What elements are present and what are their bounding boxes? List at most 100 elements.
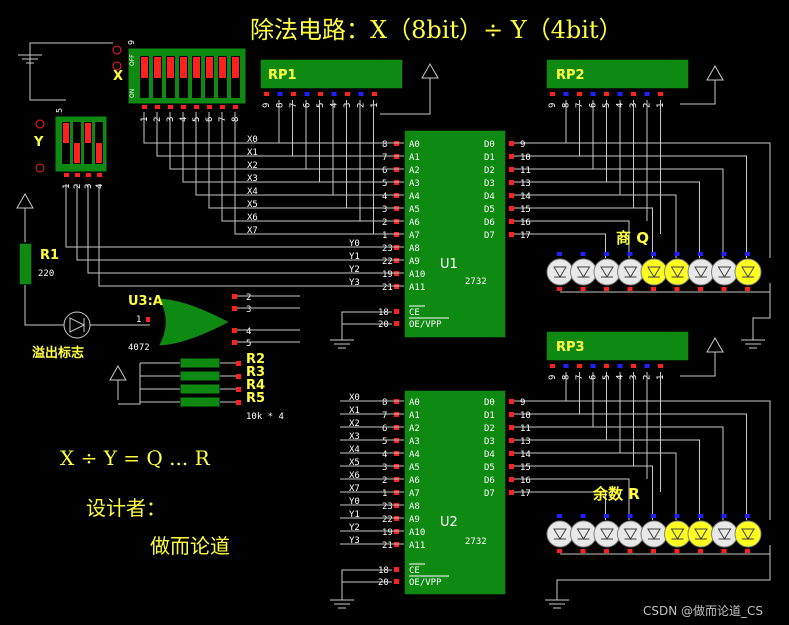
remainder-label: 余数 R <box>592 485 640 503</box>
rom-pin-name: D2 <box>484 166 495 176</box>
rom-pin-dot <box>509 167 514 172</box>
dip-x-off-label: OFF <box>129 54 136 66</box>
rp-pin-dot <box>658 364 663 368</box>
rom-pin-dot <box>509 193 514 198</box>
rom-pin-dot <box>509 464 514 469</box>
led-symbol <box>694 266 708 278</box>
resistor-body <box>179 383 221 395</box>
led-symbol <box>623 528 638 540</box>
led-symbol <box>694 528 708 540</box>
led-symbol <box>553 528 567 540</box>
led-pin-dot <box>698 252 703 256</box>
rom-ctrl-pin-number: 18 <box>378 308 389 318</box>
dip-switch-x[interactable]: ON OFF <box>127 47 247 105</box>
rp-pin-number: 4 <box>330 103 340 108</box>
rom-pin-number: 9 <box>520 140 525 150</box>
dip-y-switch-lever <box>85 123 91 143</box>
led-lamp <box>546 258 574 286</box>
dip-x-label: X <box>113 69 123 84</box>
quotient-led-row <box>546 252 770 293</box>
rom-pin-number: 9 <box>520 398 525 408</box>
rom-pin-dot <box>509 180 514 185</box>
led-pin-dot <box>627 549 633 553</box>
dip-y-pin-dot <box>86 173 91 177</box>
rp-pin-dot <box>264 92 269 96</box>
rom-pin-number: 21 <box>382 283 393 293</box>
dip-y-top-pin: 5 <box>55 108 64 113</box>
rom-pin-number: 5 <box>382 437 387 447</box>
rom-ctrl-pin-name: CE <box>409 308 420 318</box>
led-pin-dot <box>721 252 727 256</box>
resistor-pack-rp1: RP1 <box>259 58 404 90</box>
rp-pin-number: 7 <box>289 103 299 108</box>
rom-ctrl-pin-name: OE/VPP <box>409 320 442 330</box>
rom-pin-name: A1 <box>409 153 420 163</box>
bus-label: X5 <box>349 458 360 468</box>
rp-pin-number: 9 <box>548 103 558 108</box>
dip-x-switch-lever <box>141 57 148 78</box>
dip-switch-y[interactable] <box>54 115 108 173</box>
rp-pin-dot <box>590 92 596 96</box>
bus-label: X5 <box>247 200 258 210</box>
wire <box>98 184 340 287</box>
rom-pin-number: 13 <box>520 179 531 189</box>
led-symbol <box>647 266 661 278</box>
led-pin-dot <box>627 287 633 291</box>
r4-label: R4 <box>246 378 265 393</box>
rp-pin-dot <box>631 364 636 368</box>
u3-input-pin-number: 2 <box>246 293 251 303</box>
rom-pin-name: A3 <box>409 179 420 189</box>
rom-pin-number: 10 <box>520 153 531 163</box>
led-lamp <box>664 258 691 286</box>
led-pin-dot <box>557 287 562 291</box>
rom-pin-name: A4 <box>409 450 420 460</box>
wire <box>143 112 340 144</box>
dip-x-pin-number: 3 <box>166 117 176 122</box>
rom-ctrl-pin-dot <box>394 579 399 584</box>
rom-pin-number: 11 <box>520 424 531 434</box>
rom-ctrl-pin-name: OE/VPP <box>409 578 442 588</box>
rom-pin-number: 23 <box>382 244 393 254</box>
rom-pin-name: A5 <box>409 205 420 215</box>
led-pin-dot <box>674 549 680 553</box>
led-lamp <box>711 258 738 286</box>
wire <box>514 233 606 258</box>
designer-label: 设计者： <box>86 496 166 520</box>
u3-input-pin-dot <box>232 340 237 345</box>
dip-y-minus-marker <box>35 163 45 173</box>
wire <box>514 220 630 258</box>
rom-pin-number: 4 <box>382 450 387 460</box>
u1-label: U1 <box>440 257 458 272</box>
rom-ctrl-pin-dot <box>394 567 399 572</box>
dip-x-switch-lever <box>206 57 213 78</box>
resistor-pin-dot <box>236 400 241 405</box>
rom-pin-dot <box>509 490 514 495</box>
rom-pin-dot <box>509 141 514 146</box>
rom-pin-name: D2 <box>484 424 495 434</box>
rp-pin-dot <box>358 92 364 96</box>
dip-x-pin-dot <box>168 105 173 109</box>
resistor-array-r2-r5 <box>118 357 241 408</box>
dip-x-switch-lever <box>154 57 161 78</box>
rp-pin-dot <box>318 92 323 96</box>
wire <box>221 112 340 222</box>
led-pin-dot <box>698 514 703 518</box>
led-pin-dot <box>745 252 750 256</box>
rom-pin-number: 16 <box>520 218 531 228</box>
bus-label: X7 <box>247 226 258 236</box>
led-lamp <box>593 520 621 548</box>
dip-x-pin-dot <box>207 105 212 109</box>
wire <box>208 112 340 209</box>
wire <box>65 184 340 248</box>
rp-pin-dot <box>617 364 623 368</box>
led-symbol <box>553 266 567 278</box>
wire <box>195 112 340 196</box>
rp-pin-dot <box>291 92 296 96</box>
rom-pin-name: D0 <box>484 140 495 150</box>
u1-part: 2732 <box>465 277 487 287</box>
rp-pin-dot <box>617 92 623 96</box>
rom-pin-number: 8 <box>382 140 387 150</box>
rp-pin-dot <box>563 364 569 368</box>
rp-pin-number: 5 <box>316 103 326 108</box>
rom-pin-name: A11 <box>409 283 425 293</box>
